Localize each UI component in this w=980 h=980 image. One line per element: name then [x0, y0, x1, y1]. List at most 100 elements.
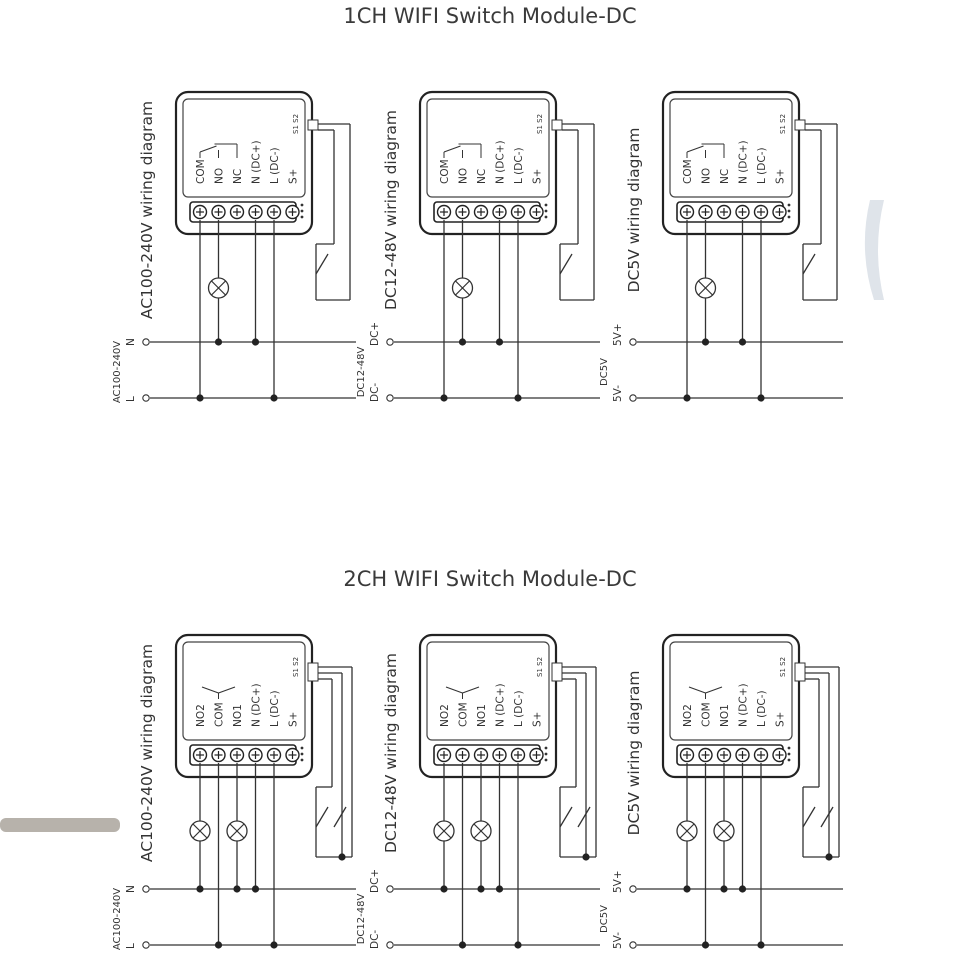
terminal-label: NC — [719, 169, 731, 184]
supply-terminal-bottom: L — [125, 943, 137, 949]
supply-voltage-label: DC5V — [599, 905, 610, 933]
indicator-dot — [787, 758, 791, 762]
indicator-dot — [300, 758, 304, 762]
supply-voltage-label: AC100-240V — [112, 888, 123, 950]
indicator-dot — [787, 209, 791, 213]
supply-terminal-bottom: L — [125, 396, 137, 402]
module-face — [426, 641, 550, 741]
lamp-icon — [694, 277, 717, 299]
terminal-ring — [629, 885, 637, 893]
indicator-dot — [300, 215, 304, 219]
switch-contact — [315, 253, 329, 275]
indicator-dot — [787, 752, 791, 756]
switch-contact — [802, 253, 816, 275]
supply-voltage-label: AC100-240V — [112, 341, 123, 403]
lamp-icon — [676, 820, 698, 842]
supply-terminal-bottom: 5V- — [612, 932, 624, 949]
terminal-label: NO — [458, 168, 470, 184]
supply-terminal-top: DC+ — [369, 869, 381, 893]
relay-contact — [199, 145, 217, 153]
indicator-dot — [300, 209, 304, 213]
module-mark: S1 S2 — [536, 657, 544, 677]
junction-dot — [495, 885, 504, 893]
switch-contact — [559, 253, 573, 275]
indicator-dot — [300, 746, 304, 750]
terminal-ring — [629, 941, 637, 949]
switch-connector — [307, 662, 319, 682]
terminal-label: L (DC-) — [513, 147, 525, 184]
title-1ch: 1CH WIFI Switch Module-DC — [343, 4, 637, 28]
supply-terminal-bottom: 5V- — [612, 385, 624, 402]
supply-terminal-top: DC+ — [369, 322, 381, 346]
supply-voltage-label: DC12-48V — [356, 894, 367, 945]
junction-dot — [458, 941, 467, 949]
junction-dot — [514, 941, 522, 949]
module-face — [426, 98, 550, 198]
junction-dot — [458, 338, 467, 346]
switch-connector — [794, 119, 806, 131]
lamp-icon — [470, 820, 492, 842]
terminal-label: S+ — [288, 712, 300, 727]
relay-contact — [201, 686, 219, 694]
terminal-label: COM — [458, 702, 470, 727]
module-face — [669, 98, 793, 198]
switch-connector — [551, 662, 563, 682]
terminal-label: COM — [682, 159, 694, 184]
junction-dot — [440, 394, 448, 402]
junction-dot — [683, 885, 691, 893]
relay-contact — [218, 686, 236, 694]
junction-dot — [757, 394, 765, 402]
junction-dot — [720, 885, 728, 893]
relay-contact — [705, 686, 723, 694]
terminal-ring — [386, 885, 394, 893]
relay-contact — [462, 686, 480, 694]
terminal-label: COM — [439, 159, 451, 184]
terminal-label: N (DC+) — [251, 140, 263, 184]
relay-contact — [443, 145, 461, 153]
terminal-ring — [386, 394, 394, 402]
junction-dot — [196, 394, 204, 402]
supply-terminal-bottom: DC- — [369, 930, 381, 949]
terminal-label: NC — [232, 169, 244, 184]
diagram-label: AC100-240V wiring diagram — [138, 101, 156, 319]
indicator-dot — [544, 209, 548, 213]
terminal-label: NO2 — [195, 704, 207, 727]
junction-dot — [196, 885, 204, 893]
lamp-icon — [451, 277, 474, 299]
diagram-label: DC12-48V wiring diagram — [382, 110, 400, 310]
terminal-ring — [142, 885, 150, 893]
supply-terminal-bottom: DC- — [369, 383, 381, 402]
terminal-label: L (DC-) — [756, 690, 768, 727]
terminal-label: NO1 — [719, 704, 731, 727]
lamp-icon — [433, 820, 455, 842]
junction-dot — [825, 853, 833, 861]
diagram-label: AC100-240V wiring diagram — [138, 644, 156, 862]
switch-contact — [577, 806, 591, 828]
terminal-label: N (DC+) — [251, 683, 263, 727]
indicator-dot — [544, 203, 548, 207]
junction-dot — [738, 885, 747, 893]
diagram-label: DC12-48V wiring diagram — [382, 653, 400, 853]
junction-dot — [440, 885, 448, 893]
supply-terminal-top: N — [125, 338, 137, 346]
terminal-label: S+ — [532, 169, 544, 184]
module-mark: S1 S2 — [292, 114, 300, 134]
junction-dot — [757, 941, 765, 949]
terminal-ring — [386, 941, 394, 949]
terminal-label: COM — [214, 702, 226, 727]
module-mark: S1 S2 — [536, 114, 544, 134]
junction-dot — [495, 338, 504, 346]
junction-dot — [214, 338, 223, 346]
terminal-label: NO1 — [232, 704, 244, 727]
junction-dot — [338, 853, 346, 861]
switch-contact — [333, 806, 347, 828]
junction-dot — [251, 338, 260, 346]
switch-contact — [315, 806, 329, 828]
module-mark: S1 S2 — [779, 114, 787, 134]
junction-dot — [214, 941, 223, 949]
terminal-label: NO1 — [476, 704, 488, 727]
cable-photo-fragment — [864, 200, 884, 300]
lamp-icon — [226, 820, 248, 842]
terminal-ring — [629, 394, 637, 402]
